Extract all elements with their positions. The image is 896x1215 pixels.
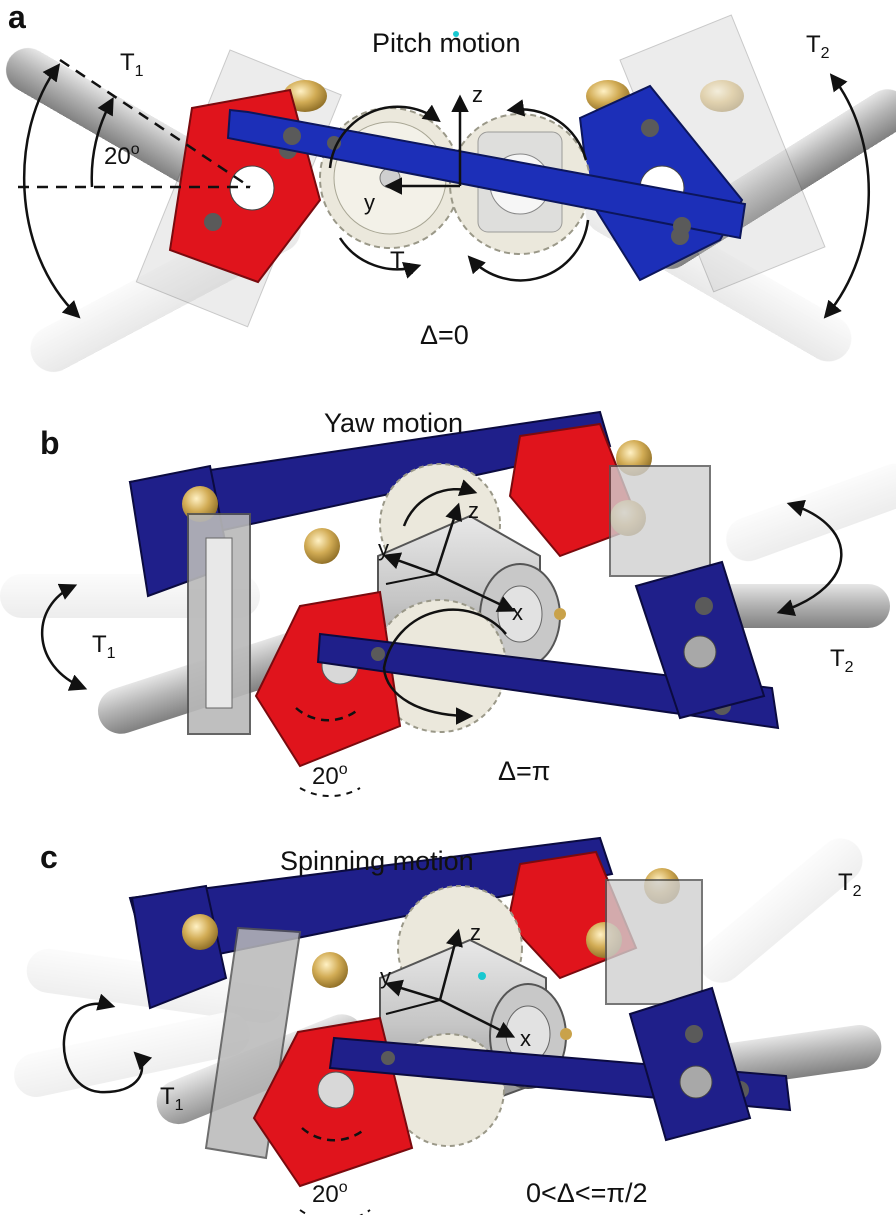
torque-label-t2: T2 [838, 869, 862, 900]
axis-z-label: z [472, 82, 483, 107]
axis-y [384, 979, 441, 1002]
angle-label: 20o [104, 141, 140, 170]
torque-label-t1: T1 [160, 1083, 184, 1114]
angle-arc [90, 96, 114, 188]
yaw-arrow-left [40, 583, 88, 691]
panel-c: c Spinning motion T1 T2 20o z y x 0<Δ<=π… [0, 828, 896, 1215]
panel-letter: b [40, 425, 60, 461]
delta-label: Δ=0 [420, 320, 469, 350]
panel-a: a Pitch motion T1 T2 20o z y T1 Δ=0 [0, 0, 896, 380]
torque-label-t2: T2 [806, 31, 830, 62]
panel-title: Yaw motion [324, 408, 463, 438]
delta-label: Δ=π [498, 756, 550, 786]
angle-arc [299, 1209, 371, 1215]
gear-rotation-arrow-right [506, 99, 588, 161]
axis-x-label: x [520, 1026, 531, 1051]
grey-frame-right [605, 879, 703, 1005]
angle-label: 20o [312, 761, 348, 790]
axis-y [382, 552, 437, 576]
grey-frame-right [609, 465, 711, 577]
brass-bearing [304, 528, 340, 564]
gear-rotation-arrow-top [402, 479, 478, 527]
axis-x-label: x [512, 600, 523, 625]
axis-y-label: y [380, 964, 391, 989]
spin-arrow [62, 993, 153, 1094]
axis-z [438, 928, 463, 1001]
panel-a-figure: a Pitch motion T1 T2 20o z y T1 Δ=0 [6, 0, 896, 372]
grey-frame-left [204, 926, 302, 1160]
blue-arm-bottom [316, 632, 780, 730]
gear-rotation-arrow-left [328, 104, 441, 169]
panel-b-figure: b Yaw motion T1 T2 20o z y x Δ=π [0, 408, 896, 798]
pitch-arrow-left [22, 63, 81, 319]
panel-b: b Yaw motion T1 T2 20o z y x Δ=π [0, 396, 896, 806]
panel-letter: c [40, 839, 58, 875]
torque-label-t2: T2 [830, 645, 854, 676]
blue-arm [226, 108, 747, 240]
axis-z-label: z [468, 498, 479, 523]
reference-rod-axis [59, 58, 251, 189]
angle-label: 20o [312, 1179, 348, 1208]
torque-label-t1: T1 [120, 49, 144, 80]
axis-y-label: y [364, 190, 375, 215]
brass-bearing [182, 914, 218, 950]
delta-label: 0<Δ<=π/2 [526, 1178, 648, 1208]
axis-z [434, 502, 463, 575]
axis-z-label: z [470, 920, 481, 945]
axis-x [439, 998, 516, 1038]
gear-rotation-arrow-bottom [382, 608, 507, 725]
pitch-arrow-right [823, 73, 870, 319]
panel-title: Spinning motion [280, 846, 474, 876]
panel-letter: a [8, 0, 26, 35]
torque-label-t1: T1 [92, 631, 116, 662]
axis-y-label: y [378, 536, 389, 561]
blue-plate-right [628, 986, 752, 1142]
gear-torque-label: T1 [390, 247, 414, 278]
red-gear-plate-top [508, 422, 642, 558]
axis-x [435, 572, 516, 612]
brass-bearing [312, 952, 348, 988]
yaw-arrow-right [776, 499, 843, 616]
panel-c-figure: c Spinning motion T1 T2 20o z y x 0<Δ<=π… [14, 836, 882, 1215]
panel-title: Pitch motion [372, 28, 521, 58]
